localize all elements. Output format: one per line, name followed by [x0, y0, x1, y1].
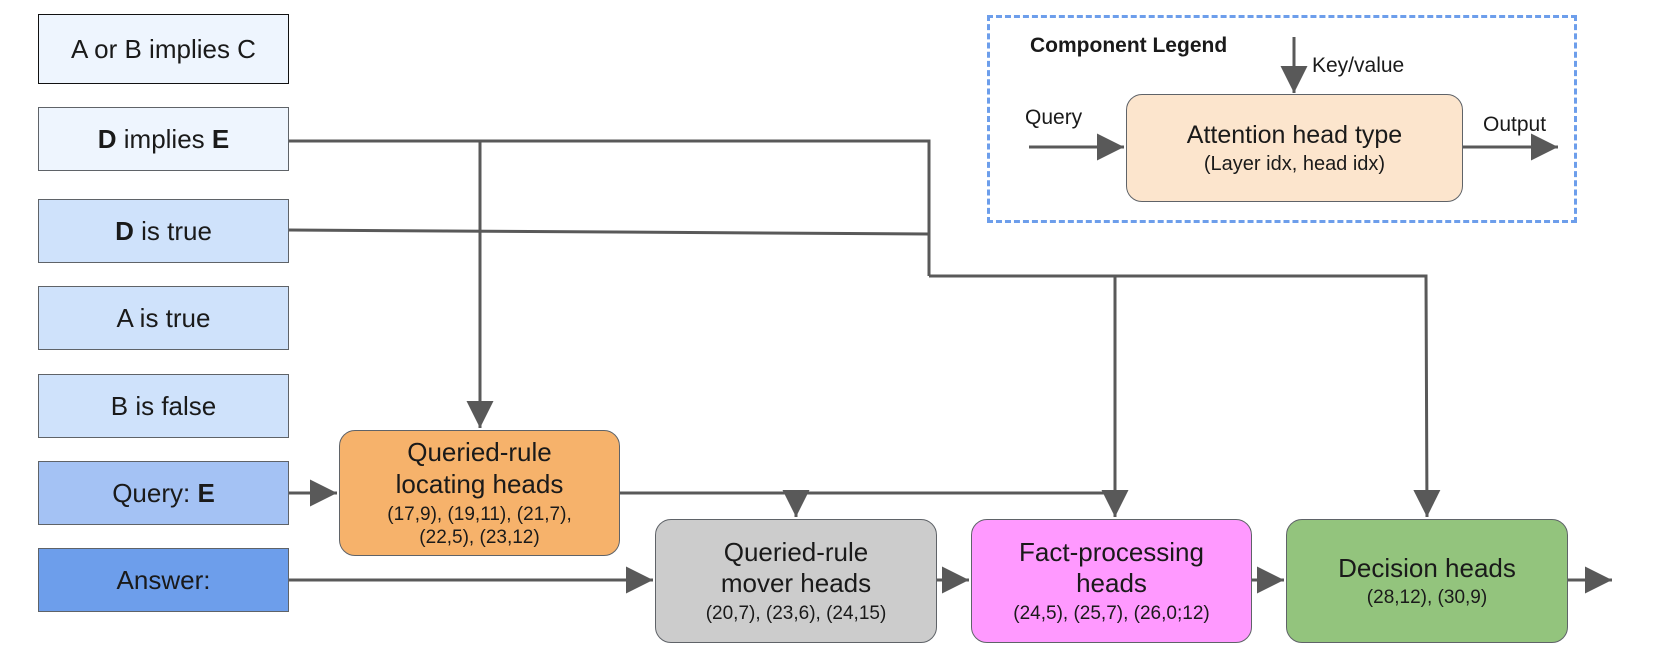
decision-indices: (28,12), (30,9): [1366, 587, 1488, 609]
legend-key-value-label: Key/value: [1312, 54, 1405, 77]
locating-title-1: Queried-rule: [407, 437, 552, 468]
legend-output-label: Output: [1483, 113, 1547, 136]
fact-title-2: heads: [1076, 568, 1147, 599]
token-text: A is true: [116, 302, 211, 333]
arrow-trunk-to-fact: [929, 274, 1129, 517]
token-bold: D: [97, 123, 117, 154]
mover-title-2: mover heads: [720, 568, 872, 599]
token-d-is-true: D is true: [38, 199, 289, 263]
token-bold: D: [115, 215, 134, 246]
mover-title-1: Queried-rule: [723, 536, 869, 567]
token-text: Query:: [112, 477, 198, 508]
token-answer: Answer:: [38, 548, 289, 612]
locating-indices-1: (17,9), (19,11), (21,7),: [387, 503, 572, 525]
token-d-implies-e: D implies E: [38, 107, 289, 171]
locating-heads-box: Queried-rule locating heads (17,9), (19,…: [339, 430, 620, 556]
token-text: is true: [133, 215, 212, 246]
token-text: B is false: [110, 390, 217, 421]
legend-head-box: Attention head type (Layer idx, head idx…: [1126, 94, 1463, 202]
decision-heads-box: Decision heads (28,12), (30,9): [1286, 519, 1568, 643]
legend-query-label: Query: [1025, 106, 1083, 129]
legend-box-subtitle: (Layer idx, head idx): [1203, 153, 1386, 176]
arrow-dimpliese-branch: [480, 139, 931, 276]
locating-indices-2: (22,5), (23,12): [419, 526, 540, 548]
arrow-dimpliese-to-locating: [289, 139, 494, 428]
token-a-or-b-implies-c: A or B implies C: [38, 14, 289, 84]
token-text: Answer:: [116, 564, 211, 595]
token-bold: E: [211, 123, 230, 154]
component-legend-frame: [987, 15, 1577, 223]
legend-title: Component Legend: [1030, 34, 1228, 57]
arrow-distrue-branch: [288, 228, 930, 236]
token-text: A or B implies C: [71, 33, 256, 64]
token-text: implies: [116, 123, 212, 154]
fact-indices: (24,5), (25,7), (26,0;12): [1013, 603, 1210, 625]
fact-title-1: Fact-processing: [1019, 536, 1204, 567]
decision-title: Decision heads: [1338, 552, 1516, 583]
legend-box-title: Attention head type: [1186, 120, 1403, 149]
token-bold: E: [197, 477, 215, 508]
arrow-trunk-to-decision: [1115, 274, 1441, 518]
mover-heads-box: Queried-rule mover heads (20,7), (23,6),…: [655, 519, 937, 643]
token-query-e: Query: E: [38, 461, 289, 525]
mover-indices: (20,7), (23,6), (24,15): [705, 603, 887, 625]
locating-title-2: locating heads: [395, 468, 564, 499]
token-a-is-true: A is true: [38, 286, 289, 350]
fact-processing-heads-box: Fact-processing heads (24,5), (25,7), (2…: [971, 519, 1252, 643]
token-b-is-false: B is false: [38, 374, 289, 438]
